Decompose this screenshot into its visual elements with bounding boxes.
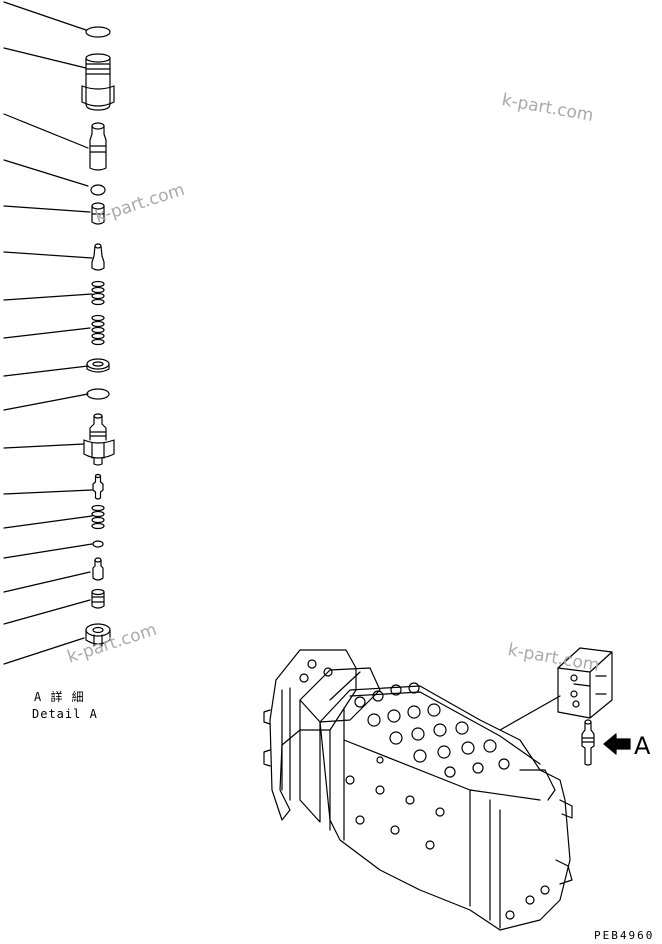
collar-part [91,202,105,225]
valve-body-part [89,122,107,171]
plug-body-part [83,413,115,466]
cartridge-part [581,719,595,766]
leader-line [3,47,87,69]
washer-part [86,358,110,373]
leader-line [3,637,85,665]
leader-line [3,159,89,187]
o-ring-part [86,388,110,400]
leader-line [3,293,93,301]
spring-part [91,280,105,306]
control-valve-assembly [263,649,573,931]
callout-arrow-icon [603,733,631,755]
leader-line [3,365,89,377]
leader-lines [3,1,93,665]
leader-line [3,113,89,149]
drawing-code: PEB4960 [594,929,655,942]
leader-line [3,393,89,411]
leader-line [3,205,91,213]
sleeve-part [91,588,105,609]
detail-label-en: Detail A [32,707,98,721]
spool-part [92,557,104,581]
spring-part [91,504,105,530]
leader-line [3,251,93,259]
pin-part [92,473,104,500]
detail-block [557,647,613,719]
o-ring-part [92,540,104,548]
parts-column [81,26,115,647]
detail-label-jp: A 詳 細 [34,690,85,704]
nut-part [85,623,111,647]
plug-part [81,53,115,111]
leader-line [3,327,91,339]
o-ring-part [85,26,111,38]
ring-part [90,184,106,196]
leader-line [3,1,87,31]
callout-letter: A [634,732,651,760]
leader-line [3,489,93,495]
leader-line [3,543,93,559]
leader-line [3,515,93,529]
leader-line [3,599,91,625]
spring-part [91,314,105,346]
poppet-part [91,243,105,271]
leader-line [3,443,85,449]
leader-line [3,571,91,593]
